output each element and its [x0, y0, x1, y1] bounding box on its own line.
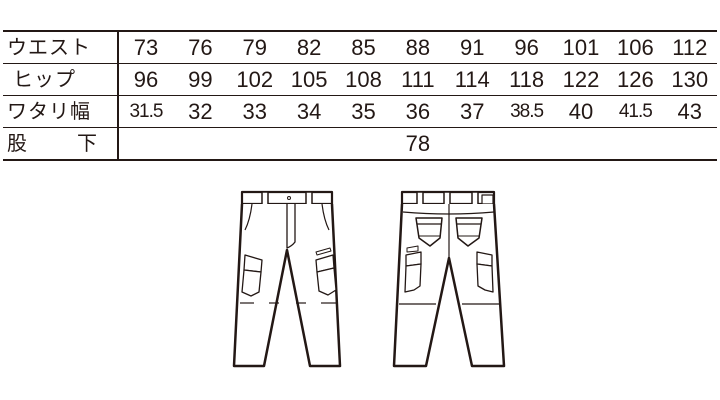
- table-cell: 122: [553, 63, 609, 96]
- table-cell: 35: [336, 95, 391, 128]
- row-label-hip: ヒップ: [3, 63, 119, 96]
- table-cell: 126: [608, 63, 663, 96]
- table-cell: 33: [227, 95, 282, 128]
- pants-back-view-icon: [392, 190, 506, 368]
- table-cell: 99: [173, 63, 228, 96]
- row-label-waist: ウエスト: [3, 31, 119, 64]
- row-label-thigh-width: ワタリ幅: [3, 95, 119, 128]
- table-cell: 101: [553, 31, 609, 64]
- size-table: ウエスト 73 76 79 82 85 88 91 96 101 106 112…: [3, 30, 717, 161]
- table-cell: 111: [390, 63, 446, 96]
- table-row-waist: ウエスト 73 76 79 82 85 88 91 96 101 106 112: [3, 31, 717, 64]
- table-cell: 34: [281, 95, 337, 128]
- table-cell: 108: [336, 63, 391, 96]
- table-cell: 36: [390, 95, 446, 128]
- table-row-thigh-width: ワタリ幅 31.5 32 33 34 35 36 37 38.5 40 41.5…: [3, 95, 717, 128]
- row-label-inseam-part1: 股: [7, 131, 28, 155]
- table-cell: 114: [445, 63, 500, 96]
- table-cell: 43: [662, 95, 717, 128]
- table-cell: 85: [336, 31, 391, 64]
- table-cell: 31.5: [117, 95, 174, 128]
- table-cell: 73: [117, 31, 174, 64]
- table-cell: 40: [553, 95, 609, 128]
- table-row-hip: ヒップ 96 99 102 105 108 111 114 118 122 12…: [3, 63, 717, 96]
- table-cell: 130: [662, 63, 717, 96]
- table-cell-inseam-value: 78: [405, 131, 431, 156]
- table-cell: 118: [499, 63, 554, 96]
- table-cell: 112: [662, 31, 717, 64]
- table-cell: 37: [445, 95, 500, 128]
- table-cell: 76: [173, 31, 228, 64]
- table-cell: 91: [445, 31, 500, 64]
- table-row-inseam: 股下 78: [3, 127, 717, 160]
- table-cell: 79: [227, 31, 282, 64]
- table-cell: 82: [281, 31, 337, 64]
- table-cell: 32: [173, 95, 228, 128]
- table-cell: 106: [608, 31, 663, 64]
- table-cell: 88: [390, 31, 446, 64]
- table-cell: 102: [227, 63, 282, 96]
- table-cell: 96: [499, 31, 554, 64]
- table-cell: 105: [281, 63, 337, 96]
- row-label-inseam: 股下: [3, 127, 119, 160]
- illustrations: [0, 180, 720, 380]
- row-label-inseam-part2: 下: [77, 131, 98, 155]
- table-cell: 41.5: [608, 95, 663, 128]
- table-cell: 38.5: [499, 95, 554, 128]
- pants-front-view-icon: [232, 190, 342, 368]
- table-cell: 96: [117, 63, 174, 96]
